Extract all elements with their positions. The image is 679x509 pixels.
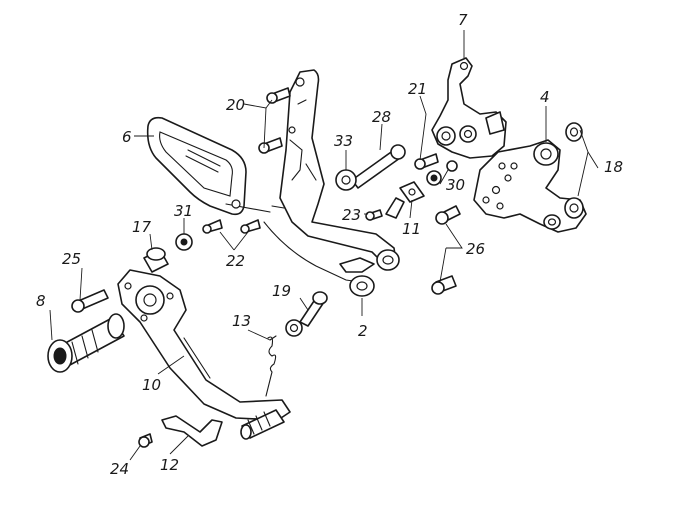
part-13-spring — [265, 335, 277, 397]
part-4-link-plate — [473, 139, 587, 233]
part-7-upper-link — [431, 57, 507, 159]
callout-2: 2 — [358, 322, 368, 340]
part-19-bolt-washer — [285, 291, 328, 337]
callout-28: 28 — [372, 108, 391, 126]
part-21-bolt — [414, 153, 439, 170]
part-24-screw — [138, 433, 153, 448]
part-22-bolts — [202, 219, 261, 234]
part-6-heel-guard — [146, 116, 271, 216]
callout-17: 17 — [132, 218, 152, 236]
part-17-bushing — [143, 247, 169, 273]
callout-23: 23 — [342, 206, 361, 224]
callout-19: 19 — [272, 282, 291, 300]
part-23-screw — [365, 209, 383, 221]
callout-25: 25 — [62, 250, 81, 268]
part-33-washer — [335, 169, 357, 191]
callout-11: 11 — [402, 220, 421, 238]
part-11-bracket — [399, 181, 425, 203]
part-28-long-bolt — [351, 144, 406, 189]
callout-4: 4 — [540, 88, 550, 106]
part-20-bolts — [258, 87, 291, 154]
part-25-bolt — [71, 289, 109, 313]
callout-18: 18 — [604, 158, 623, 176]
callout-31: 31 — [174, 202, 193, 220]
callout-12: 12 — [160, 456, 179, 474]
callout-6: 6 — [122, 128, 132, 146]
callout-21: 21 — [408, 80, 427, 98]
callout-26: 26 — [466, 240, 485, 258]
leader-lines — [49, 30, 599, 461]
part-12-lower-link — [161, 415, 223, 447]
part-31-nut — [175, 233, 193, 251]
callout-8: 8 — [36, 292, 46, 310]
callout-13: 13 — [232, 312, 251, 330]
callout-7: 7 — [458, 11, 468, 29]
part-8-foot-peg — [47, 313, 125, 373]
callout-33: 33 — [334, 132, 353, 150]
part-2-footrest-bracket — [263, 69, 405, 297]
part-18-washer — [565, 122, 583, 142]
part-10-pedal-arm — [117, 269, 291, 421]
callout-30: 30 — [446, 176, 465, 194]
callout-20: 20 — [226, 96, 245, 114]
callout-22: 22 — [226, 252, 245, 270]
callout-10: 10 — [142, 376, 161, 394]
callout-labels: 7 20 6 33 28 21 4 18 30 11 23 26 31 17 2… — [36, 11, 623, 478]
callout-24: 24 — [110, 460, 129, 478]
part-26-bolts — [431, 205, 461, 295]
part-30-nut — [426, 160, 458, 186]
part-pedal-rubber — [240, 409, 285, 440]
